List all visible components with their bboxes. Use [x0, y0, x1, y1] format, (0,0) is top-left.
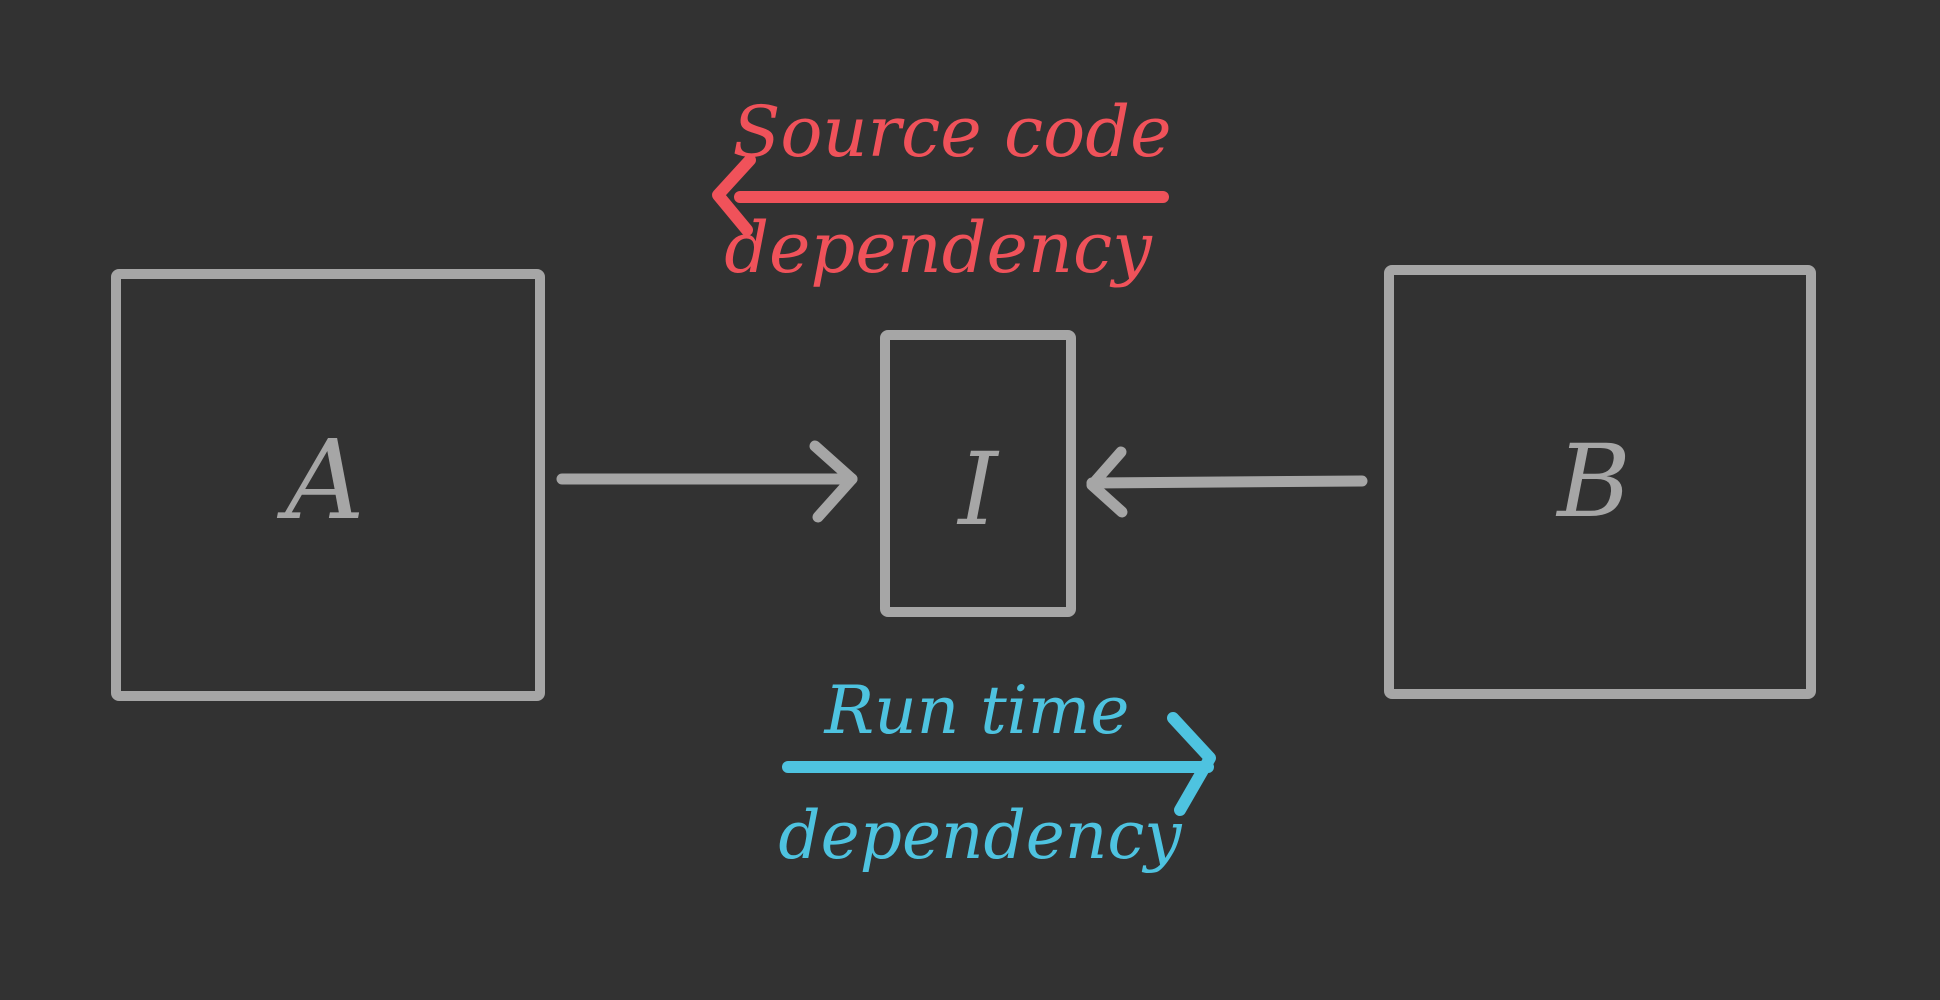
edge-b-to-i-line [1086, 475, 1368, 489]
source-code-dependency: Source code dependency [712, 91, 1172, 289]
node-b: B [1384, 265, 1816, 699]
run-time-dependency-label-bottom: dependency [778, 797, 1182, 874]
source-code-dependency-arrowhead [712, 154, 756, 236]
edge-a-to-i-arrowhead [809, 440, 858, 523]
source-code-dependency-label-bottom: dependency [724, 207, 1153, 289]
node-i: I [880, 330, 1076, 617]
edge-b-to-i [1086, 446, 1368, 518]
node-b-label: B [1555, 423, 1631, 540]
source-code-dependency-label-top: Source code [732, 91, 1171, 173]
run-time-dependency: Run time dependency [778, 672, 1216, 874]
node-b-box [1384, 265, 1816, 699]
edge-a-to-i [556, 440, 858, 523]
run-time-dependency-label-top: Run time [824, 672, 1130, 749]
node-a-label: A [276, 416, 364, 544]
edge-b-to-i-arrowhead [1086, 446, 1128, 518]
node-a-box [111, 269, 545, 701]
node-i-box [880, 330, 1076, 617]
run-time-dependency-arrowhead [1167, 712, 1216, 816]
node-a: A [111, 269, 545, 701]
node-i-label: I [956, 431, 1000, 548]
